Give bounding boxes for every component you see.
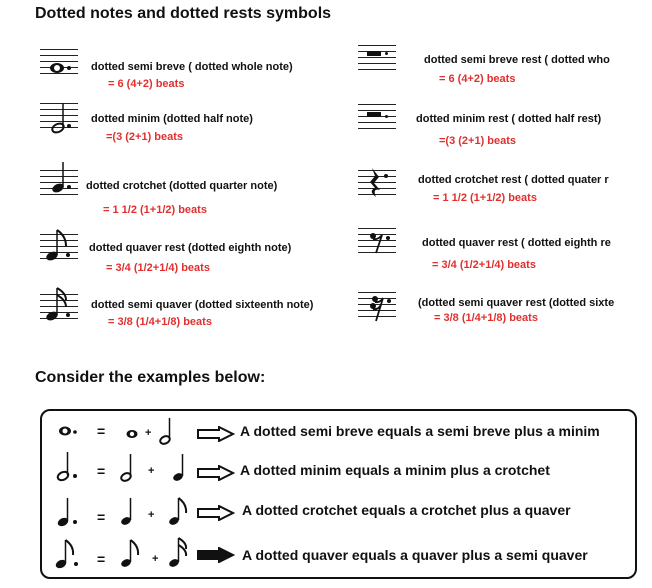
equals-sign: = (97, 551, 106, 567)
example-text: A dotted semi breve equals a semi breve … (240, 423, 600, 439)
dotted-semibreve-rest-icon (358, 45, 396, 75)
semiquaver-icon (169, 537, 188, 567)
note-label: dotted semi breve ( dotted whole note) (91, 61, 293, 73)
rest-beats: = 6 (4+2) beats (439, 73, 516, 85)
example-text: A dotted quaver equals a quaver plus a s… (242, 547, 588, 563)
dotted-crotchet-rest-icon (358, 168, 396, 200)
note-label: dotted minim (dotted half note) (91, 113, 253, 125)
rest-beats: = 3/4 (1/2+1/4) beats (432, 259, 536, 271)
example-text: A dotted crotchet equals a crotchet plus… (242, 502, 571, 518)
arrow-right-icon (197, 465, 235, 481)
dotted-semibreve-icon (59, 426, 77, 436)
rest-beats: = 1 1/2 (1+1/2) beats (433, 192, 537, 204)
examples-box: = + A dotted semi breve equals a semi br… (40, 409, 637, 579)
note-beats: = 3/8 (1/4+1/8) beats (108, 316, 212, 328)
note-beats: =(3 (2+1) beats (106, 131, 184, 143)
rest-beats: =(3 (2+1) beats (439, 135, 517, 147)
note-label: dotted crotchet (dotted quarter note) (86, 180, 278, 192)
minim-icon (159, 418, 171, 445)
plus-sign: + (148, 465, 155, 477)
note-beats: = 3/4 (1/2+1/4) beats (106, 262, 210, 274)
minim-icon (120, 454, 132, 482)
arrow-right-icon (197, 547, 235, 563)
example-row: = + A dotted crotchet equals a crotchet … (42, 495, 639, 527)
dotted-minim-rest-icon (358, 104, 396, 134)
example-text: A dotted minim equals a minim plus a cro… (240, 462, 550, 478)
example-row: = + A dotted minim equals a minim plus a… (42, 452, 639, 483)
example-row: = + A dotted quaver equals a quaver plus… (42, 537, 639, 569)
page-heading: Dotted notes and dotted rests symbols (35, 5, 332, 22)
rest-label: dotted quaver rest ( dotted eighth re (422, 237, 611, 249)
dotted-minim-icon (40, 103, 78, 134)
equals-sign: = (97, 423, 106, 439)
dotted-semiquaver-rest-icon (358, 292, 396, 322)
rest-label: (dotted semi quaver rest (dotted sixte (418, 297, 615, 309)
dotted-crotchet-icon (40, 162, 78, 200)
plus-sign: + (148, 509, 155, 521)
arrow-right-icon (197, 426, 235, 442)
note-beats: = 1 1/2 (1+1/2) beats (103, 204, 207, 216)
note-label: dotted semi quaver (dotted sixteenth not… (91, 299, 314, 311)
example-row: = + A dotted semi breve equals a semi br… (42, 418, 639, 449)
plus-sign: + (145, 427, 152, 439)
equals-sign: = (97, 463, 106, 479)
crotchet-icon (121, 498, 132, 525)
semibreve-icon (126, 430, 138, 438)
examples-heading: Consider the examples below: (35, 369, 266, 386)
rest-label: dotted minim rest ( dotted half rest) (416, 113, 602, 125)
quaver-icon (121, 539, 140, 567)
dotted-minim-icon (56, 452, 77, 482)
plus-sign: + (152, 553, 159, 565)
rest-label: dotted semi breve rest ( dotted who (424, 54, 610, 66)
dotted-crotchet-icon (57, 498, 77, 527)
dotted-semibreve-icon (40, 49, 78, 79)
quaver-icon (169, 497, 188, 525)
crotchet-icon (173, 454, 184, 481)
note-label: dotted quaver rest (dotted eighth note) (89, 242, 292, 254)
note-beats: = 6 (4+2) beats (108, 78, 185, 90)
rest-label: dotted crotchet rest ( dotted quater r (418, 174, 609, 186)
dotted-quaver-icon (55, 539, 78, 569)
equals-sign: = (97, 509, 106, 525)
dotted-quaver-rest-icon (358, 228, 396, 258)
dotted-quaver-icon (40, 229, 78, 264)
rest-beats: = 3/8 (1/4+1/8) beats (434, 312, 538, 324)
arrow-right-icon (197, 505, 235, 521)
dotted-semiquaver-icon (40, 287, 78, 324)
